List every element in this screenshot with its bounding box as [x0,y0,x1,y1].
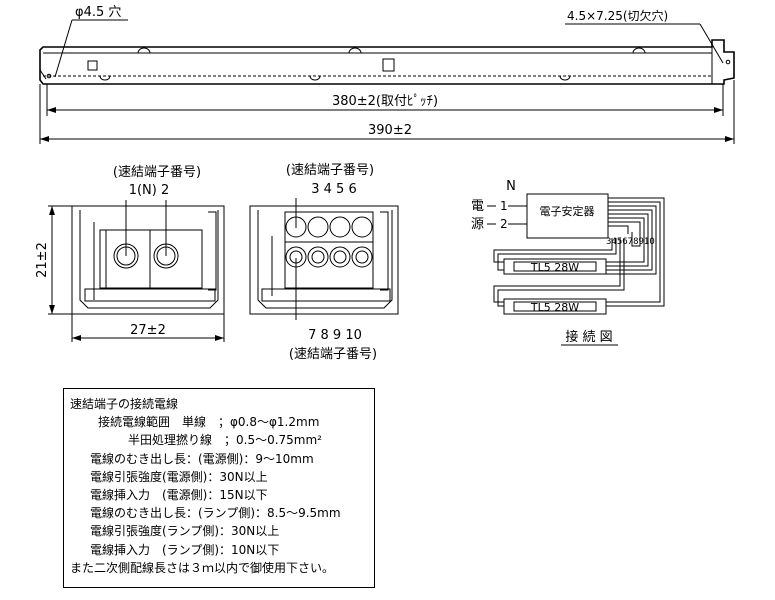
left-housing [71,205,225,315]
terminal-10-inner [355,250,369,264]
left-inner-wall [79,210,219,309]
pitch-arrow-right [714,107,723,113]
wire-out-1 [606,197,665,307]
right-housing [249,205,399,315]
wire-out-4 [606,209,653,271]
terminal-10-outer [351,246,373,268]
clip-left [87,60,98,71]
left-terminal-numbers: 1(N) 2 [129,183,170,198]
top-bump-3 [632,47,646,54]
total-dim-label: 390±2 [368,123,412,138]
left-base-plate [84,288,216,302]
pitch-dim-label: 380±2(取付ﾋﾟｯﾁ) [332,94,438,109]
notes-line-insert-lamp: 電線挿入力 (ランプ側)：10N以下 [90,542,280,557]
notes-line-insert-power: 電線挿入力 (電源側)：15N以下 [90,488,268,503]
notes-line-strip-power: 電線のむき出し長：(電源側)：9～10mm [90,451,314,466]
wire-out-7 [608,221,641,247]
neutral-label: N [506,179,516,194]
output-terminal-numbers: 345678910 [606,237,655,247]
wiring-caption: 接 続 図 [565,329,612,345]
end-view-left: (速結端子番号) 1(N) 2 21±2 27±2 [35,165,225,342]
power-label-den: 電 [471,199,484,214]
wire-out-8 [608,225,629,234]
left-corner-chamfer [39,69,47,80]
height-dim-label: 21±2 [35,242,50,278]
width-arrow-left [72,335,81,341]
right-hole [725,59,731,65]
height-arrow-top [49,206,55,215]
terminal-8-inner [311,250,325,264]
terminal-6 [351,216,373,238]
hole-label: φ4.5 穴 [75,5,121,20]
notes-line-secondary-length: また二次側配線長さは３ｍ以内で御使用下さい。 [70,560,335,575]
wire-out-3 [606,205,657,275]
notes-line-stranded: 半田処理撚り線 ；0.5～0.75mm² [128,433,322,448]
right-top-numbers: 3 4 5 6 [311,182,356,197]
pitch-arrow-left [47,107,56,113]
lamp-2 [503,298,607,315]
wire-out-10 [497,238,617,271]
terminal-9-inner [333,250,347,264]
right-inner-wall [257,210,393,309]
terminal-5 [329,216,351,238]
left-latch [208,211,217,291]
right-terminal-title: (速結端子番号) [286,163,374,178]
width-dim-label: 27±2 [130,323,166,338]
lamp-1-label: TL5 28W [530,261,579,274]
wiring-diagram: N 電 源 1 2 電子安定器 345678910 TL5 28W TL5 28 [471,179,665,346]
right-bottom-title: (速結端子番号) [289,347,377,362]
right-terminal-block [284,211,374,289]
notes-line-strip-lamp: 電線のむき出し長：(ランプ側)：8.5～9.5mm [90,506,341,521]
width-arrow-right [215,335,224,341]
bottom-bump-2 [309,75,321,81]
input-terminal-1: 1 [500,199,508,213]
left-hole [46,73,52,79]
notes-heading: 速結端子の接続電線 [70,397,179,411]
total-arrow-left [40,136,49,142]
notes-line-tensile-power: 電線引張強度(電源側)：30N以上 [90,469,268,484]
right-latch [380,211,389,291]
terminal-8-outer [307,246,329,268]
clip-center [382,58,395,72]
terminal-9-outer [329,246,351,268]
right-base-plate [261,288,391,302]
hole-leader [54,19,73,78]
lamp-1 [503,258,607,275]
ballast-label: 電子安定器 [540,204,595,218]
top-bump-1 [137,47,151,54]
end-view-right: (速結端子番号) 3 4 5 6 7 8 9 10 (速結端子番号) [249,163,399,362]
wire-out-2 [606,201,661,303]
lamp-2-tube [513,301,597,312]
wire-out-5 [606,213,649,267]
right-bottom-numbers: 7 8 9 10 [308,328,362,343]
ballast-box [526,193,609,239]
wire-out-12 [497,238,625,307]
notes-line-wire-range: 接続電線範囲 単線 ；φ0.8～φ1.2mm [98,415,320,430]
total-arrow-right [725,136,734,142]
left-terminal-title: (速結端子番号) [113,165,201,180]
power-label-gen: 源 [471,217,484,232]
wire-out-11 [493,238,621,303]
left-spring-plate [99,229,107,289]
terminal-4 [307,216,329,238]
top-bump-2 [348,47,362,54]
lamp-2-label: TL5 28W [530,301,579,314]
bottom-bump-1 [99,75,111,81]
fixture-body [39,39,735,85]
wire-out-9 [493,238,613,263]
lamp-1-tube [513,261,597,272]
height-arrow-bottom [49,305,55,314]
cutout-label: 4.5×7.25(切欠穴) [567,8,668,23]
bottom-bump-3 [559,75,571,81]
top-view: φ4.5 穴 4.5×7.25(切欠穴) 380±2(取付ﾋﾟｯﾁ) [39,5,735,144]
wiring-notes-box: 速結端子の接続電線 接続電線範囲 単線 ；φ0.8～φ1.2mm 半田処理撚り線… [63,388,375,588]
notes-line-tensile-lamp: 電線引張強度(ランプ側)：30N以上 [90,524,280,539]
wire-out-6 [606,217,645,263]
input-terminal-2: 2 [500,217,508,231]
